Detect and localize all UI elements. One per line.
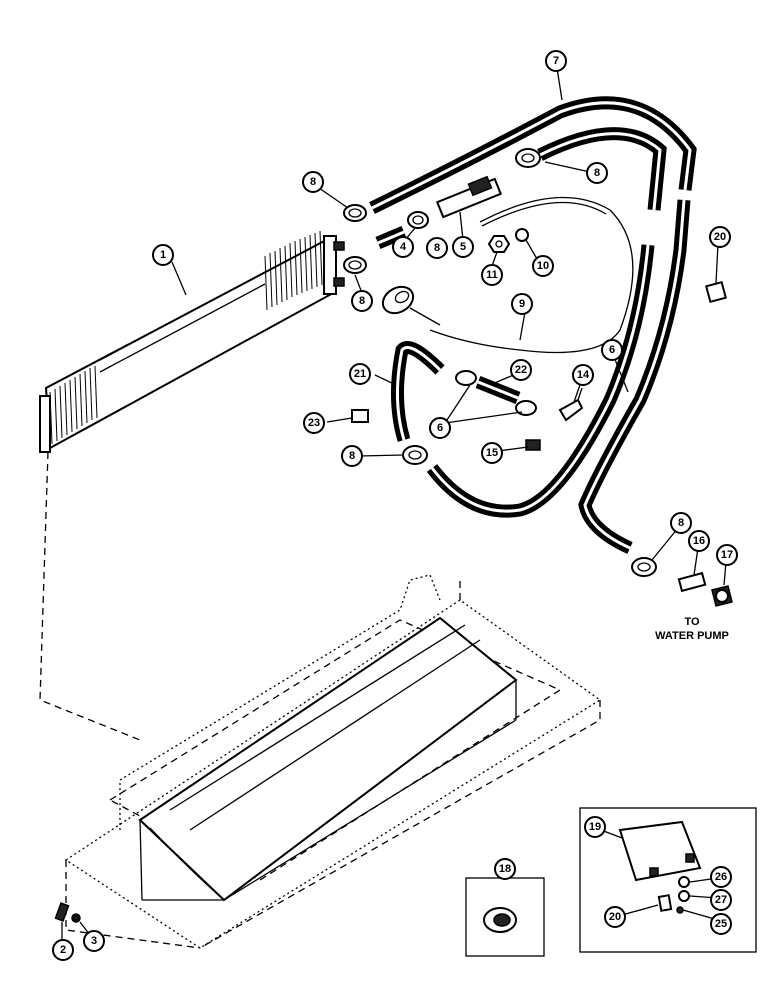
- callout-18-label: 18: [499, 863, 511, 875]
- callout-8-lower: 8: [341, 445, 363, 467]
- callout-4-label: 4: [400, 241, 407, 253]
- callout-8d-label: 8: [359, 295, 365, 307]
- label-water-pump: WATER PUMP: [655, 630, 729, 642]
- callout-3-label: 3: [91, 935, 97, 947]
- callout-14-label: 14: [577, 369, 590, 381]
- callout-19: 19: [584, 816, 606, 838]
- inset-box-19: [579, 807, 757, 953]
- leader-lines: [61, 67, 727, 943]
- callout-3: 3: [83, 930, 105, 952]
- callout-2: 2: [52, 939, 74, 961]
- hoses: [369, 96, 697, 554]
- callout-15-label: 15: [486, 447, 498, 459]
- callout-8f-label: 8: [678, 517, 684, 529]
- callout-8-top-right: 8: [586, 162, 608, 184]
- callout-25: 25: [710, 913, 732, 935]
- callout-8-top-left: 8: [302, 171, 324, 193]
- callout-18: 18: [494, 858, 516, 880]
- callout-6-hose: 6: [601, 339, 623, 361]
- callout-19-label: 19: [589, 821, 601, 833]
- callout-22-label: 22: [515, 364, 527, 376]
- callout-4: 4: [392, 236, 414, 258]
- label-to: TO: [684, 616, 700, 628]
- callout-21-label: 21: [354, 368, 366, 380]
- callout-8b-label: 8: [594, 167, 600, 179]
- callout-1-label: 1: [160, 249, 166, 261]
- callout-1: 1: [152, 244, 174, 266]
- callout-21: 21: [349, 363, 371, 385]
- callout-8a-label: 8: [310, 176, 316, 188]
- callout-2-label: 2: [60, 944, 66, 956]
- callout-27: 27: [710, 889, 732, 911]
- callout-8c-label: 8: [434, 242, 440, 254]
- callout-5-label: 5: [460, 241, 466, 253]
- callout-17: 17: [716, 544, 738, 566]
- callout-9-label: 9: [519, 298, 525, 310]
- callout-5: 5: [452, 236, 474, 258]
- callout-8-mid: 8: [426, 237, 448, 259]
- callout-8-left: 8: [351, 290, 373, 312]
- fittings: [343, 148, 733, 607]
- water-pump-label: TO WATER PUMP: [655, 616, 729, 642]
- callout-7-label: 7: [553, 55, 559, 67]
- callout-10: 10: [532, 255, 554, 277]
- callout-23: 23: [303, 412, 325, 434]
- callout-6a-label: 6: [437, 422, 443, 434]
- callout-8e-label: 8: [349, 450, 355, 462]
- callout-20-inset: 20: [604, 906, 626, 928]
- callout-8-pump: 8: [670, 512, 692, 534]
- callout-27-label: 27: [715, 894, 727, 906]
- callout-11-label: 11: [486, 269, 498, 281]
- callout-20a-label: 20: [609, 911, 621, 923]
- callout-25-label: 25: [715, 918, 727, 930]
- callout-20-clip: 20: [709, 226, 731, 248]
- callout-17-label: 17: [721, 549, 733, 561]
- callout-10-label: 10: [537, 260, 549, 272]
- callout-20b-label: 20: [714, 231, 726, 243]
- callout-16: 16: [688, 530, 710, 552]
- callout-6b-label: 6: [609, 344, 615, 356]
- callout-7: 7: [545, 50, 567, 72]
- heater-housing: [54, 574, 602, 949]
- callout-11: 11: [481, 264, 503, 286]
- callout-23-label: 23: [308, 417, 320, 429]
- callout-14: 14: [572, 364, 594, 386]
- callout-26-label: 26: [715, 871, 727, 883]
- inset-box-18: [465, 877, 545, 957]
- callout-9: 9: [511, 293, 533, 315]
- callout-22: 22: [510, 359, 532, 381]
- callout-15: 15: [481, 442, 503, 464]
- callout-16-label: 16: [693, 535, 705, 547]
- callout-6-valve: 6: [429, 417, 451, 439]
- callout-26: 26: [710, 866, 732, 888]
- heater-core: [39, 230, 345, 453]
